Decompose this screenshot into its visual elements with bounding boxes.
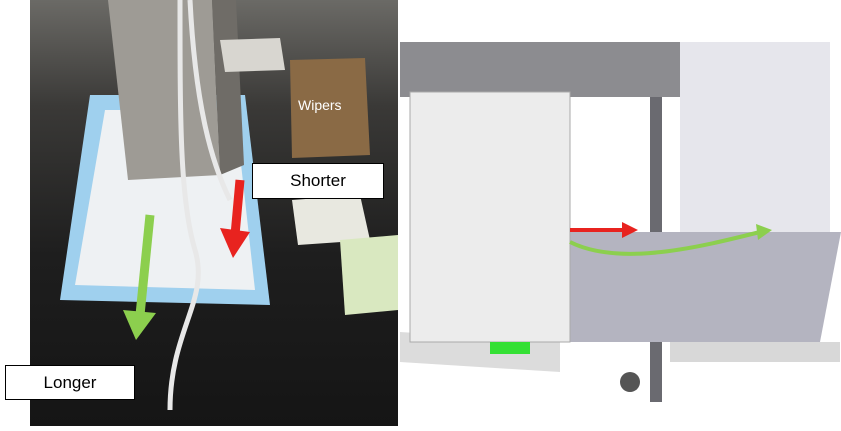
waste-module — [409, 91, 571, 343]
photo-scene: Wipers — [60, 0, 398, 411]
instrument-top — [400, 42, 690, 97]
caster-wheel — [620, 372, 640, 392]
green-connector — [490, 342, 530, 354]
render-scene — [400, 42, 841, 402]
box — [220, 38, 285, 72]
glove-box — [340, 235, 398, 315]
green-arrow — [135, 214, 155, 316]
cad-render — [400, 42, 841, 410]
wipers-text: Wipers — [298, 97, 342, 113]
rack — [680, 42, 830, 242]
longer-label: Longer — [5, 365, 135, 400]
tubing — [167, 0, 201, 411]
base-tray — [560, 232, 841, 342]
wipers-box — [290, 58, 370, 158]
green-arrow — [569, 230, 761, 256]
red-arrow — [230, 179, 245, 236]
shorter-label: Shorter — [252, 163, 384, 199]
lab-photo: Wipers — [30, 0, 398, 426]
glove-box — [292, 195, 370, 245]
